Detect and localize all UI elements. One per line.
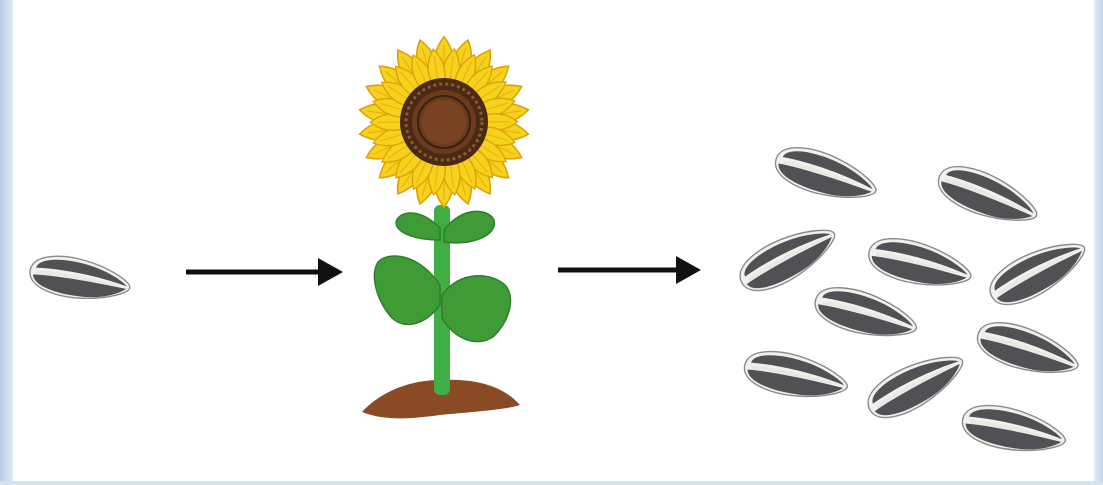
harvested-seeds-group (732, 139, 1094, 460)
harvested-seed-icon (972, 314, 1084, 385)
harvested-seed-icon (864, 232, 976, 297)
arrow-plant-to-seeds (558, 256, 701, 284)
leaf-left (374, 256, 440, 324)
harvested-seed-icon (810, 280, 922, 348)
harvested-seed-icon (860, 342, 972, 427)
harvested-seed-icon (982, 229, 1094, 314)
sunflower-plant-icon (358, 37, 530, 419)
harvested-seed-icon (741, 345, 852, 407)
arrow-seed-to-plant (186, 258, 343, 286)
harvested-seed-icon (932, 157, 1044, 234)
harvested-seed-icon (959, 399, 1070, 461)
leaf-right (442, 276, 510, 342)
harvested-seed-icon (770, 139, 882, 210)
single-seed-icon (27, 251, 133, 307)
flower-center-inner (422, 100, 466, 144)
harvested-seed-icon (732, 215, 844, 300)
